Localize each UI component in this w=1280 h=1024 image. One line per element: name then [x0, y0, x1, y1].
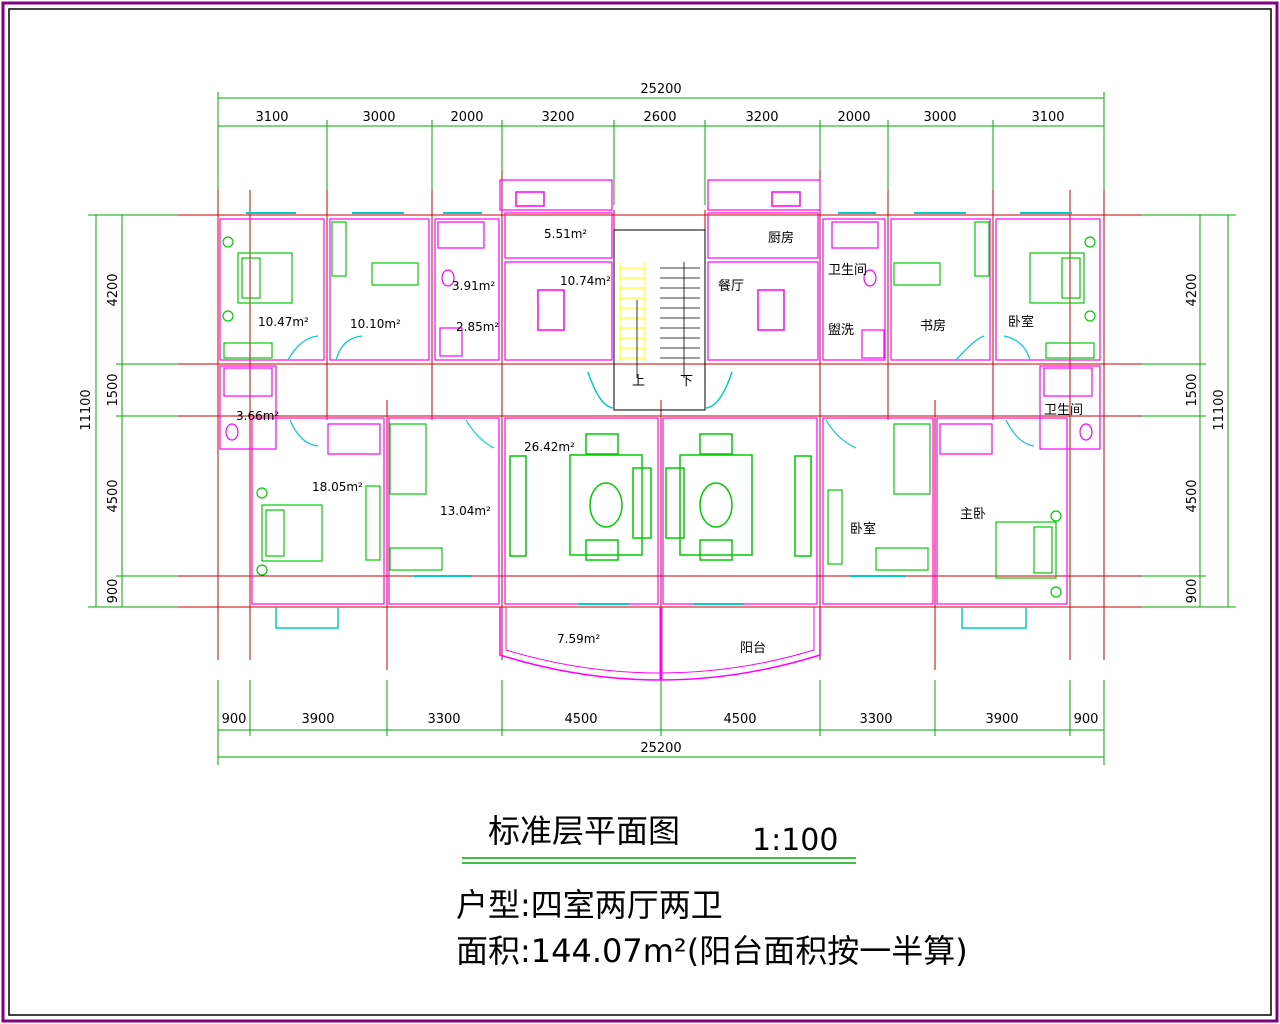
dim-bottom-total: 25200 [640, 741, 681, 756]
area-note: 面积:144.07m²(阳台面积按一半算) [456, 932, 968, 970]
dim-right-1: 4200 [1185, 273, 1200, 306]
unit-type: 户型:四室两厅两卫 [456, 886, 723, 924]
dim-bottom-5: 4500 [723, 712, 756, 727]
room-label-bedroom: 卧室 [850, 521, 876, 537]
dim-right-total: 11100 [1212, 389, 1227, 430]
dim-bottom-6: 3300 [859, 712, 892, 727]
dim-left-1: 4200 [106, 273, 121, 306]
dim-right-3: 4500 [1185, 479, 1200, 512]
dim-top-total: 25200 [640, 82, 681, 97]
area-label: 26.42m² [524, 440, 575, 454]
inner-border [8, 8, 1272, 1016]
bathroom-fixtures [223, 221, 1093, 441]
windows [246, 212, 1072, 605]
room-label-washing: 盥洗 [828, 323, 854, 338]
dim-left-2: 1500 [106, 373, 121, 406]
area-label: 2.85m² [456, 320, 499, 334]
area-label: 10.10m² [350, 317, 401, 331]
area-label: 18.05m² [312, 480, 363, 494]
closets-magenta [327, 423, 993, 455]
stair-door-right [704, 371, 733, 409]
area-label: 10.47m² [258, 315, 309, 329]
dim-bottom-1: 900 [222, 712, 247, 727]
dim-right-4: 900 [1185, 579, 1200, 604]
area-label: 3.66m² [236, 409, 279, 423]
dim-top-8: 3000 [923, 110, 956, 125]
dim-top-3: 2000 [450, 110, 483, 125]
room-label-master: 主卧 [960, 507, 986, 522]
door-swings [287, 335, 1035, 449]
left-dimensions [88, 214, 200, 608]
area-label: 13.04m² [440, 504, 491, 518]
room-label-bathroom: 卫生间 [1044, 403, 1083, 418]
dim-top-5: 2600 [643, 110, 676, 125]
dim-right-2: 1500 [1185, 373, 1200, 406]
dim-left-total: 11100 [79, 389, 94, 430]
stairwell [613, 229, 706, 411]
living-sofas [509, 433, 812, 561]
room-label-bathroom: 卫生间 [828, 263, 867, 278]
dim-left-4: 900 [106, 579, 121, 604]
stair-down-label: 下 [680, 374, 693, 389]
desks [371, 262, 941, 571]
dim-bottom-2: 3900 [301, 712, 334, 727]
drawing-scale: 1:100 [752, 823, 838, 858]
bed-furniture [222, 236, 1096, 598]
walls [219, 179, 1101, 605]
dim-left-3: 4500 [106, 479, 121, 512]
stair-steps-right [636, 262, 700, 378]
top-dimensions [217, 92, 1105, 205]
stair-up-label: 上 [632, 374, 645, 389]
dim-top-2: 3000 [362, 110, 395, 125]
dim-top-1: 3100 [255, 110, 288, 125]
bottom-dimensions [217, 680, 1105, 765]
area-label: 3.91m² [452, 279, 495, 293]
dining-tables [515, 191, 801, 331]
room-label-dining: 餐厅 [718, 278, 744, 294]
stair-door-left [587, 371, 615, 409]
dim-bottom-8: 900 [1074, 712, 1099, 727]
room-label-bedroom: 卧室 [1008, 314, 1034, 330]
room-label-balcony: 阳台 [740, 641, 766, 656]
dim-top-7: 2000 [837, 110, 870, 125]
drawing-title: 标准层平面图 [488, 812, 680, 850]
area-label: 10.74m² [560, 274, 611, 288]
dim-top-4: 3200 [541, 110, 574, 125]
dim-bottom-3: 3300 [427, 712, 460, 727]
stair-steps [619, 262, 646, 362]
room-label-kitchen: 厨房 [768, 230, 794, 246]
dim-bottom-4: 4500 [564, 712, 597, 727]
room-label-study: 书房 [920, 318, 946, 334]
left-balcony [275, 607, 339, 629]
dim-bottom-7: 3900 [985, 712, 1018, 727]
area-label: 5.51m² [544, 227, 587, 241]
dim-top-6: 3200 [745, 110, 778, 125]
right-balcony [961, 607, 1027, 629]
closets [223, 221, 1095, 565]
area-label: 7.59m² [557, 632, 600, 646]
dim-top-9: 3100 [1031, 110, 1064, 125]
